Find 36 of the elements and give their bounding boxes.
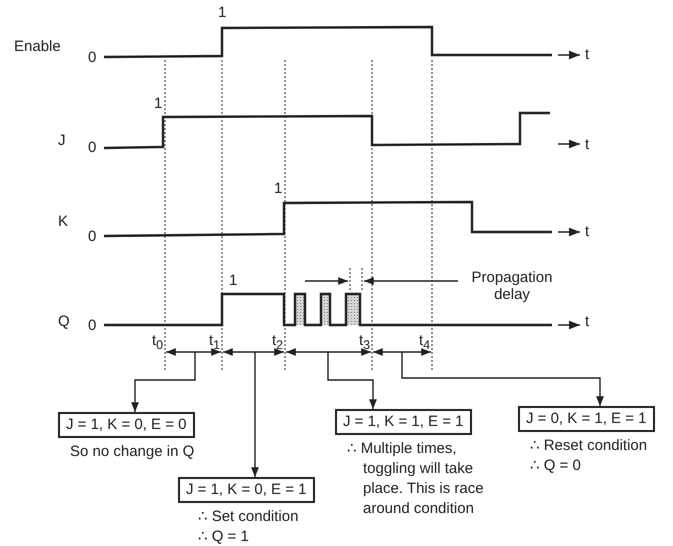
signal-label: 0 (88, 228, 96, 245)
condition-note: ∴ Q = 0 (530, 456, 581, 476)
signal-label: 1 (229, 272, 238, 289)
leader-arrow (131, 352, 196, 412)
signal-label: t$_{2}$ (272, 332, 284, 354)
signal-label: Q (58, 313, 70, 330)
condition-box: J = 0, K = 1, E = 1 (518, 406, 654, 432)
condition-note: ∴ Multiple times, toggling will take place. This is race around condition (347, 439, 485, 519)
signal-label: K (58, 213, 68, 230)
signal-label: Enable (14, 38, 61, 55)
signal-label: 1 (274, 180, 282, 197)
condition-box: J = 1, K = 0, E = 1 (178, 477, 314, 503)
signal-label: t$_{1}$ (209, 332, 220, 354)
signal-label: 0 (88, 317, 96, 334)
signal-label: t (585, 313, 590, 330)
signal-label: 1 (154, 95, 162, 112)
annotation-text: Propagation delay (470, 269, 554, 303)
signal-label: t (585, 136, 590, 153)
signal-label: J (58, 132, 66, 149)
leader-arrow (401, 352, 604, 406)
condition-note: ∴ Set condition (198, 507, 298, 527)
signal-label: t$_{4}$ (419, 332, 430, 354)
signal-label: 0 (88, 139, 96, 156)
signal-label: 1 (218, 4, 226, 21)
leader-arrow (251, 352, 259, 477)
signal-label: t$_{3}$ (359, 332, 370, 354)
signal-label: 0 (88, 49, 96, 66)
condition-note: ∴ Q = 1 (198, 527, 249, 546)
condition-note: So no change in Q (70, 442, 194, 462)
signal-label: t$_{0}$ (152, 332, 164, 354)
signal-label: t (585, 46, 590, 63)
signal-label: t (585, 223, 590, 240)
condition-box: J = 1, K = 0, E = 0 (58, 412, 194, 438)
condition-box: J = 1, K = 1, E = 1 (335, 409, 472, 435)
leader-arrow (327, 352, 377, 409)
condition-note: ∴ Reset condition (530, 436, 648, 456)
